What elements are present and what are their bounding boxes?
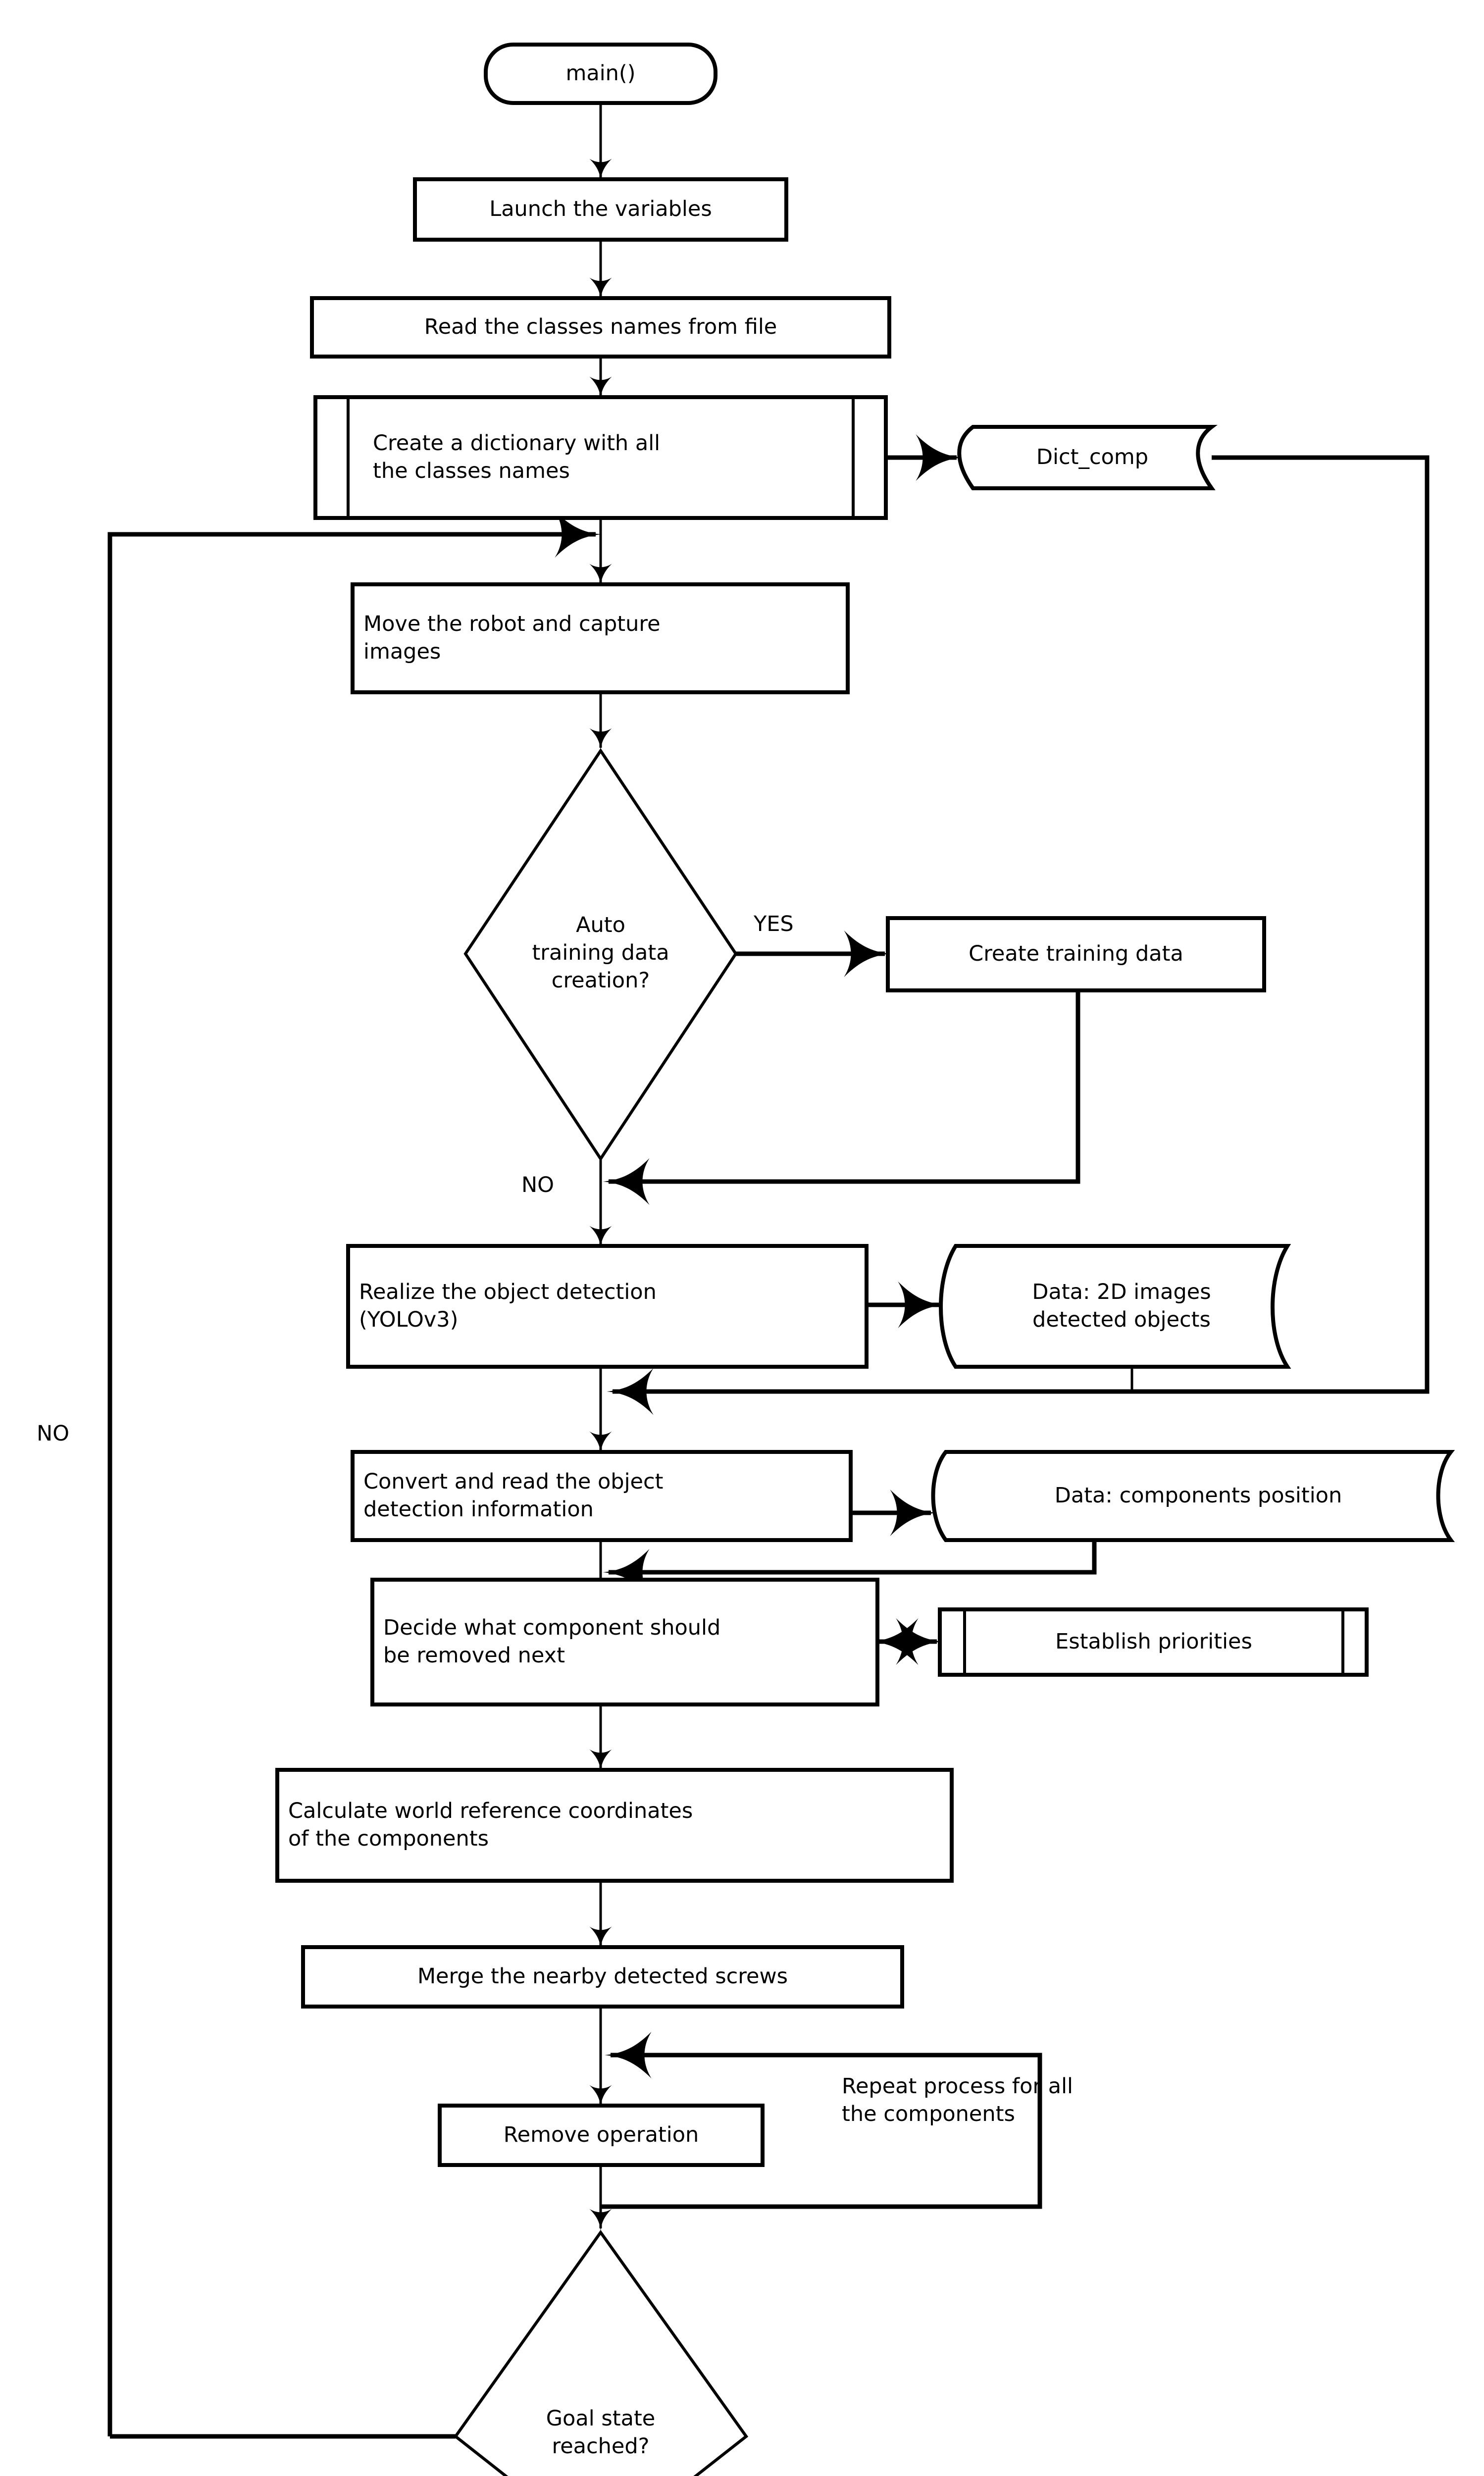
shape-object-detection: [346, 1244, 869, 1369]
shape-auto-training-decision: [463, 748, 738, 1162]
shape-decide-component: [370, 1578, 879, 1706]
shape-goal-state-decision: [453, 2229, 749, 2476]
shape-data-2d-images: [939, 1244, 1291, 1369]
edge-dictcomp-feedback: [607, 455, 1430, 1415]
edge-label-auto-training-no: NO: [521, 1173, 555, 1197]
shape-create-dictionary-bars: [347, 397, 855, 518]
shape-dict-comp: [957, 425, 1218, 490]
shape-read-classes: [310, 296, 891, 359]
edge-trainingdata-rejoin: [603, 990, 1080, 1205]
shape-calculate-world: [275, 1768, 954, 1883]
shape-create-dictionary: [313, 395, 888, 520]
shape-merge-screws: [301, 1945, 904, 2009]
edge-label-auto-training-yes: YES: [754, 912, 794, 936]
edge-goalstate-no-loop: [107, 511, 602, 2436]
shape-launch-variables: [413, 177, 788, 242]
shape-establish-priorities-bars: [963, 1609, 1344, 1675]
shape-convert-read: [351, 1450, 853, 1542]
shape-establish-priorities: [938, 1607, 1369, 1677]
shape-move-robot: [351, 582, 850, 694]
edge-label-goal-state-no: NO: [37, 1421, 70, 1446]
edge-label-repeat-process: Repeat process for all the components: [842, 2074, 1073, 2126]
shape-remove-operation: [438, 2104, 765, 2167]
shape-data-components-position: [931, 1450, 1455, 1542]
edge-datapos-rejoin: [603, 1540, 1097, 1596]
edge-repeat-loop: [601, 2031, 1042, 2209]
shape-create-training-data: [886, 916, 1266, 992]
shape-main-terminator: [484, 43, 717, 105]
